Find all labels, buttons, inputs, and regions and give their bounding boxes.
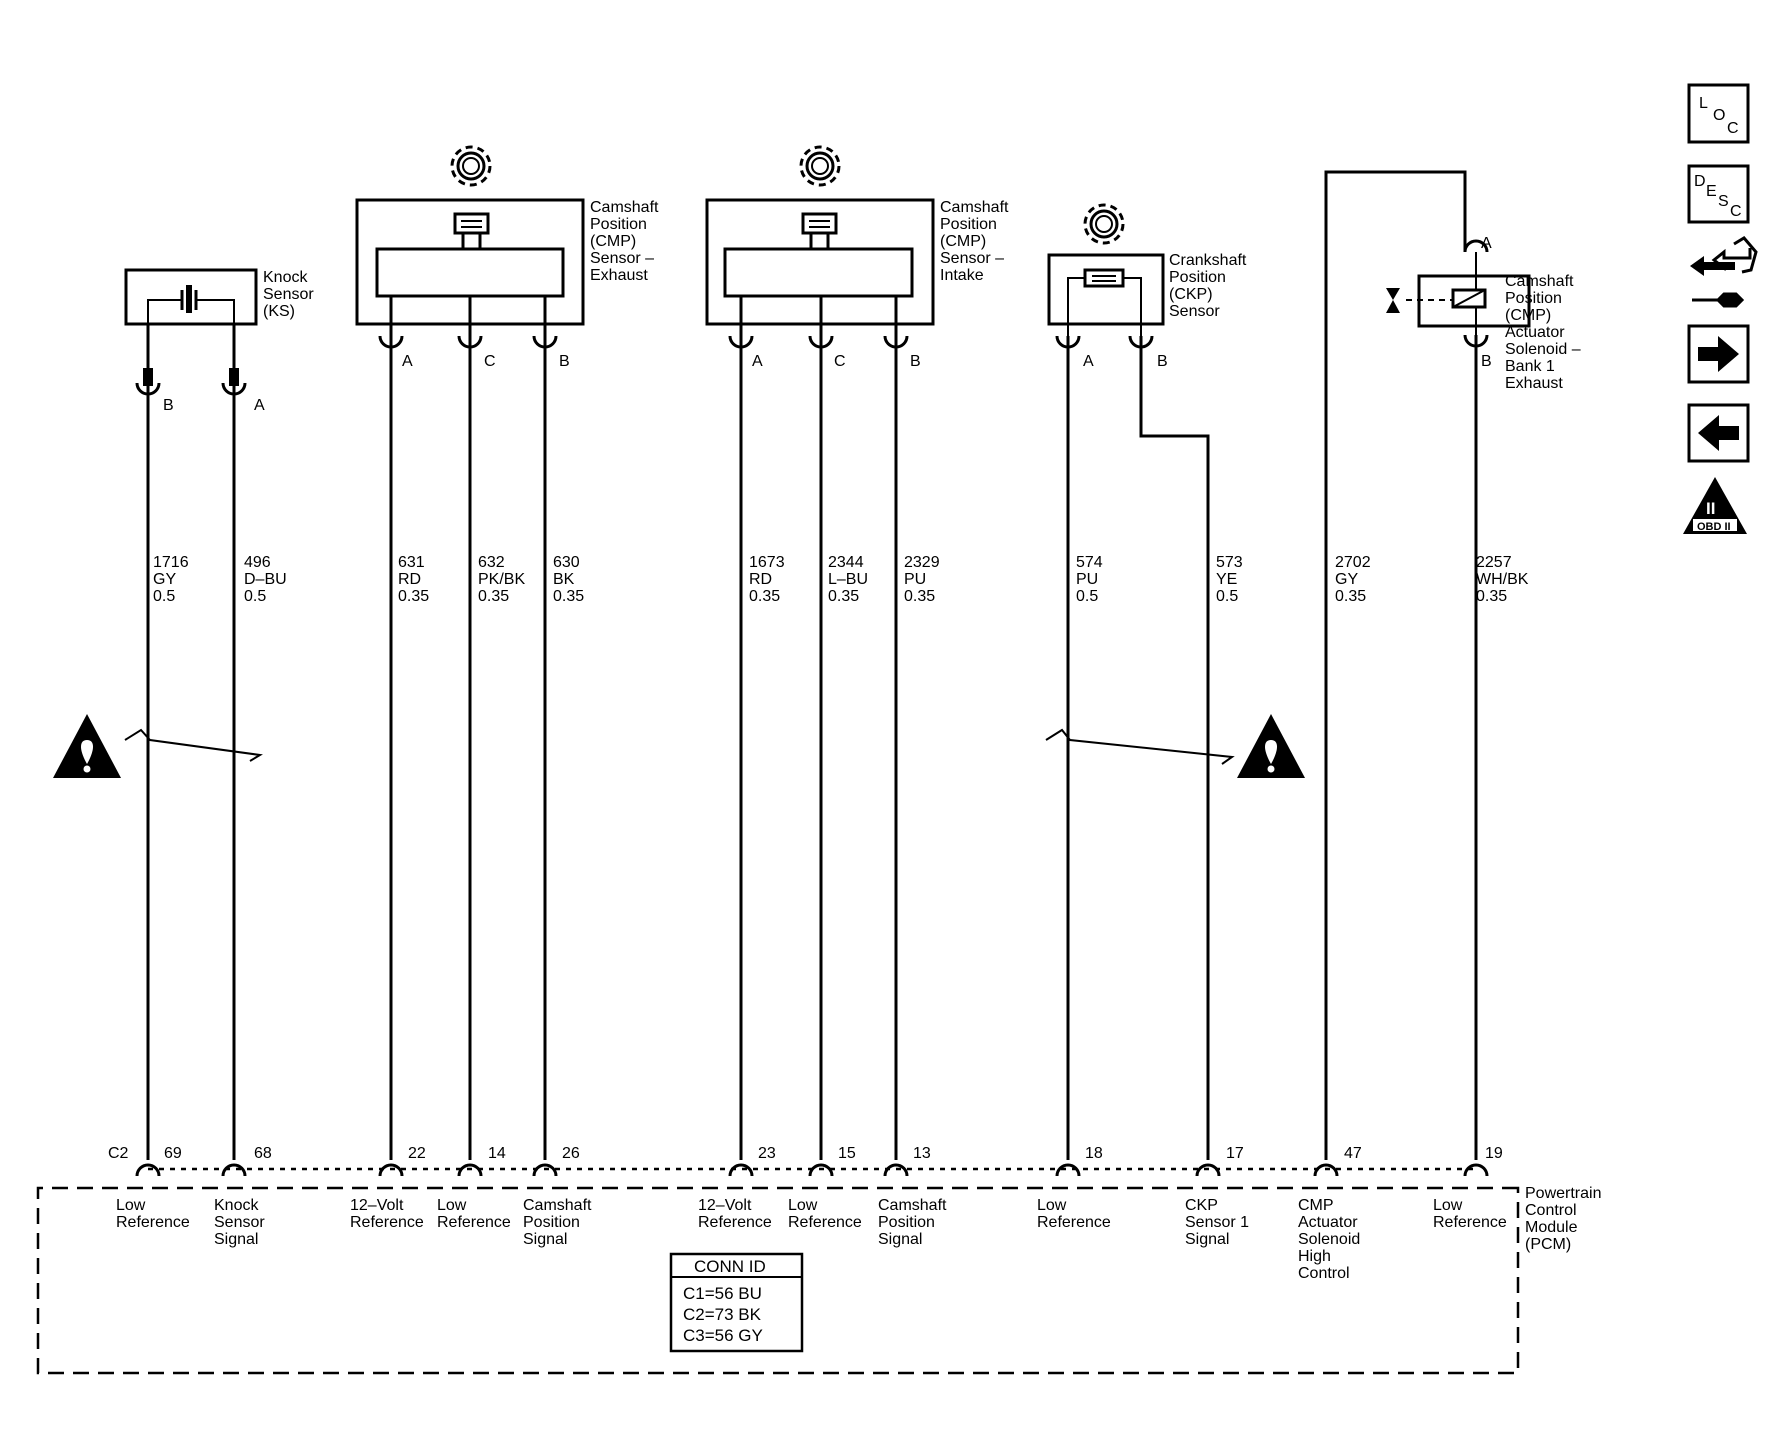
conn-id-row: C1=56 BU <box>683 1284 762 1303</box>
conn-id-title: CONN ID <box>694 1257 766 1276</box>
gear-icon <box>799 145 841 187</box>
act-pin-a: A <box>1481 235 1492 252</box>
cmp-sensor-exhaust: A C B Camshaft Position (CMP) Sensor – E… <box>355 145 663 370</box>
warning-icon <box>1237 714 1305 778</box>
ckp-pin-a: A <box>1083 353 1094 370</box>
wire-573 <box>1139 336 1210 1160</box>
cmpi-pin-c: C <box>834 353 846 370</box>
pcm-pin: 14 <box>488 1145 506 1162</box>
pcm-pin: 15 <box>838 1145 856 1162</box>
pcm-pin: 18 <box>1085 1145 1103 1162</box>
pcm-pin: 23 <box>758 1145 776 1162</box>
desc-button[interactable]: D E S C <box>1687 164 1750 224</box>
previous-page-button[interactable] <box>1687 403 1750 463</box>
cmpe-pin-c: C <box>484 353 496 370</box>
arrow-left-icon <box>1698 415 1739 451</box>
conn-id-row: C3=56 GY <box>683 1326 763 1345</box>
cmp-actuator-solenoid: A B Camshaft Position (CMP) Actuator Sol… <box>1386 235 1585 392</box>
pcm-pin: 68 <box>254 1145 272 1162</box>
nav-toolbar: L O C D E S C II OBD II <box>1683 83 1758 534</box>
pcm-connector: C2 69 68 22 14 26 23 15 13 18 17 47 19 <box>108 1145 1503 1177</box>
ks-pin-a: A <box>254 397 265 414</box>
pcm-pin: 17 <box>1226 1145 1244 1162</box>
loc-button[interactable]: L O C <box>1687 83 1750 144</box>
pcm-pin: 22 <box>408 1145 426 1162</box>
loc-letter: C <box>1727 120 1739 137</box>
cmpi-pin-b: B <box>910 353 921 370</box>
knock-sensor: B A Knock Sensor (KS) <box>124 268 318 414</box>
cmpe-pin-a: A <box>402 353 413 370</box>
cmpe-pin-b: B <box>559 353 570 370</box>
ckp-label: Crankshaft Position (CKP) Sensor <box>1169 252 1251 320</box>
arrow-right-icon <box>1698 336 1739 372</box>
gear-icon <box>450 145 492 187</box>
desc-letter: E <box>1706 183 1717 200</box>
desc-letter: D <box>1694 173 1706 190</box>
next-page-button[interactable] <box>1687 324 1750 384</box>
pcm-connector-id: C2 <box>108 1145 129 1162</box>
pcm-label: Powertrain Control Module (PCM) <box>1525 1185 1606 1253</box>
warning-icon <box>53 714 121 778</box>
ckp-sensor: A B Crankshaft Position (CKP) Sensor <box>1047 203 1251 370</box>
desc-letter: C <box>1730 203 1742 220</box>
desc-letter: S <box>1718 193 1729 210</box>
schematic-navigation-icon[interactable] <box>1690 236 1758 308</box>
loc-letter: L <box>1699 95 1708 112</box>
conn-id-table: CONN ID C1=56 BU C2=73 BK C3=56 GY <box>669 1252 804 1353</box>
act-pin-b: B <box>1481 353 1492 370</box>
cmpi-pin-a: A <box>752 353 763 370</box>
wires <box>146 170 1478 1160</box>
cmpe-label: Camshaft Position (CMP) Sensor – Exhaust <box>590 199 663 284</box>
cmpi-label: Camshaft Position (CMP) Sensor – Intake <box>940 199 1013 284</box>
pcm-pin: 26 <box>562 1145 580 1162</box>
obd-label: OBD II <box>1697 521 1731 533</box>
pcm-pin: 47 <box>1344 1145 1362 1162</box>
gear-icon <box>1083 203 1125 245</box>
pcm-pin: 69 <box>164 1145 182 1162</box>
ks-label: Knock Sensor (KS) <box>263 269 318 320</box>
ckp-pin-b: B <box>1157 353 1168 370</box>
ks-pin-b: B <box>163 397 174 414</box>
loc-letter: O <box>1713 107 1725 124</box>
wire-2702 <box>1324 170 1467 1160</box>
act-label: Camshaft Position (CMP) Actuator Solenoi… <box>1505 273 1585 392</box>
twisted-pair-marks <box>124 728 1235 765</box>
pcm-pin: 13 <box>913 1145 931 1162</box>
obd-numeral: II <box>1706 499 1715 518</box>
conn-id-row: C2=73 BK <box>683 1305 762 1324</box>
obd-ii-button[interactable]: II OBD II <box>1683 477 1747 534</box>
cmp-sensor-intake: A C B Camshaft Position (CMP) Sensor – I… <box>705 145 1013 370</box>
pcm-pin: 19 <box>1485 1145 1503 1162</box>
